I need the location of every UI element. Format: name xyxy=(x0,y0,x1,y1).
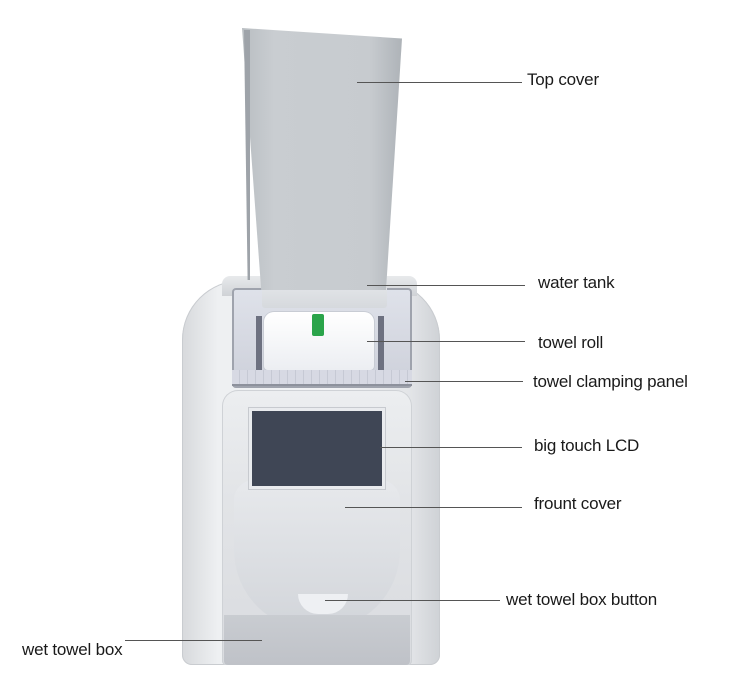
leader-line-towel-roll xyxy=(367,341,525,342)
label-water-tank: water tank xyxy=(538,273,615,292)
leader-line-water-tank xyxy=(367,285,525,286)
label-frount-cover: frount cover xyxy=(534,494,622,513)
leader-line-frount-cover xyxy=(345,507,522,508)
top-cover-edge xyxy=(244,30,250,280)
towel-clamping-panel-part xyxy=(232,370,412,386)
top-cover-part xyxy=(242,28,402,290)
label-big-touch-lcd: big touch LCD xyxy=(534,436,640,455)
label-wet-towel-box: wet towel box xyxy=(22,640,123,659)
label-towel-roll: towel roll xyxy=(538,333,604,352)
leader-line-towel-clamping-panel xyxy=(405,381,523,382)
roll-holder-right xyxy=(378,316,384,371)
leader-line-wet-towel-box-button xyxy=(325,600,500,601)
label-wet-towel-box-button: wet towel box button xyxy=(506,590,657,609)
wet-towel-box-button-part xyxy=(298,594,348,614)
leader-line-wet-towel-box xyxy=(125,640,262,641)
roll-tag-icon xyxy=(312,314,324,336)
label-top-cover: Top cover xyxy=(527,70,599,89)
leader-line-top-cover xyxy=(357,82,522,83)
leader-line-big-touch-lcd xyxy=(380,447,522,448)
roll-holder-left xyxy=(256,316,262,371)
touch-lcd-screen xyxy=(252,411,382,486)
label-towel-clamping-panel: towel clamping panel xyxy=(533,372,688,391)
